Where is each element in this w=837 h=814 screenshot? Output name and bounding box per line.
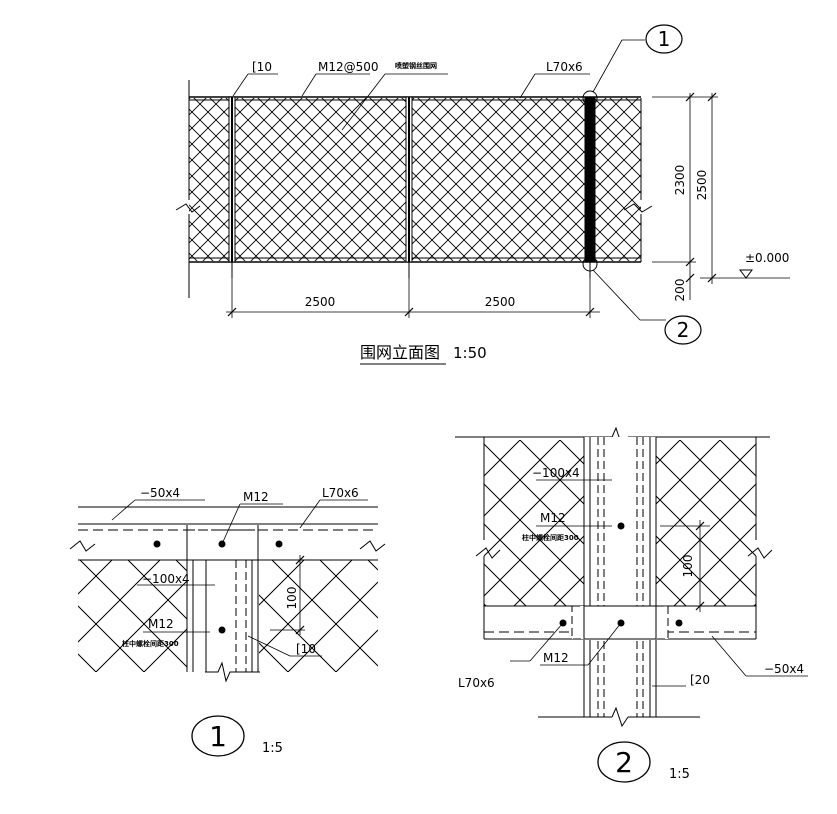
- dim-height-2500: 2500: [695, 170, 709, 201]
- d1-dim-100: 100: [285, 587, 299, 610]
- horizontal-dimension: [226, 278, 600, 318]
- elevation-scale: 1:50: [453, 344, 487, 362]
- detail-1-bolt-left: [153, 540, 161, 548]
- dim-bay-1: 2500: [305, 295, 336, 309]
- vertical-dimension: [652, 92, 790, 300]
- dim-bay-2: 2500: [485, 295, 516, 309]
- break-line-left: [175, 203, 201, 213]
- detail-1-bolt-right: [275, 540, 283, 548]
- detail-2-number: 2: [615, 746, 633, 779]
- elevation-level: ±0.000: [745, 251, 789, 265]
- label-channel-c10: [10: [252, 60, 272, 74]
- d2-flat-bar-50: −50x4: [764, 662, 804, 676]
- dim-height-200: 200: [673, 279, 687, 302]
- detail-1-scale: 1:5: [262, 741, 283, 756]
- mesh-infill: [189, 98, 641, 261]
- d1-flat-bar-50: −50x4: [140, 486, 180, 500]
- detail-2: −100x4 M12 柱中螺栓间距300 100 M12 L70x6 [20 −…: [455, 426, 808, 783]
- d2-channel: [20: [690, 673, 710, 687]
- label-mesh-note: 喷塑钢丝围网: [395, 61, 437, 70]
- detail-marker-top: [582, 90, 598, 106]
- fence-elevation: [10 M12@500 喷塑钢丝围网 L70x6 1 2 2500 2500: [175, 24, 790, 365]
- detail-1-number: 1: [209, 720, 227, 753]
- detail-2-bolt-post: [617, 522, 625, 530]
- callout-1-number: 1: [658, 27, 671, 51]
- callout-2-circle: [664, 315, 702, 345]
- post-right: [584, 96, 596, 278]
- detail-1-marker: [191, 715, 245, 757]
- d2-bolt-note: 柱中螺栓间距300: [522, 533, 579, 542]
- detail-marker-bottom: [582, 256, 598, 272]
- elevation-title: 围网立面图: [360, 343, 440, 362]
- d2-bolt: M12: [540, 511, 566, 525]
- d1-bolt: M12: [243, 490, 269, 504]
- detail-1: −50x4 M12 L70x6 −100x4 M12 柱中螺栓间距300 100…: [69, 486, 386, 757]
- d1-bolt-note: 柱中螺栓间距300: [122, 639, 179, 648]
- d1-flat-bar-100: −100x4: [142, 572, 190, 586]
- detail-1-bolt-post: [218, 626, 226, 634]
- post-left: [228, 96, 236, 278]
- d1-channel: [10: [296, 642, 316, 656]
- d2-flat-bar-100: −100x4: [532, 466, 580, 480]
- detail-2-marker: [597, 741, 651, 783]
- d1-bolt-2: M12: [148, 617, 174, 631]
- break-line-right: [623, 203, 653, 213]
- d1-angle-steel: L70x6: [322, 486, 359, 500]
- callout-2-number: 2: [677, 318, 690, 342]
- d2-dim-100: 100: [681, 555, 695, 578]
- callout-1-circle: [645, 24, 683, 54]
- detail-2-scale: 1:5: [669, 767, 690, 782]
- d2-bolt-2: M12: [543, 651, 569, 665]
- detail-2-bolt-right: [675, 619, 683, 627]
- d2-angle-steel: L70x6: [458, 676, 495, 690]
- label-angle-steel: L70x6: [546, 60, 583, 74]
- dim-height-2300: 2300: [673, 165, 687, 196]
- label-bolt-spacing: M12@500: [318, 60, 379, 74]
- post-middle: [405, 96, 413, 278]
